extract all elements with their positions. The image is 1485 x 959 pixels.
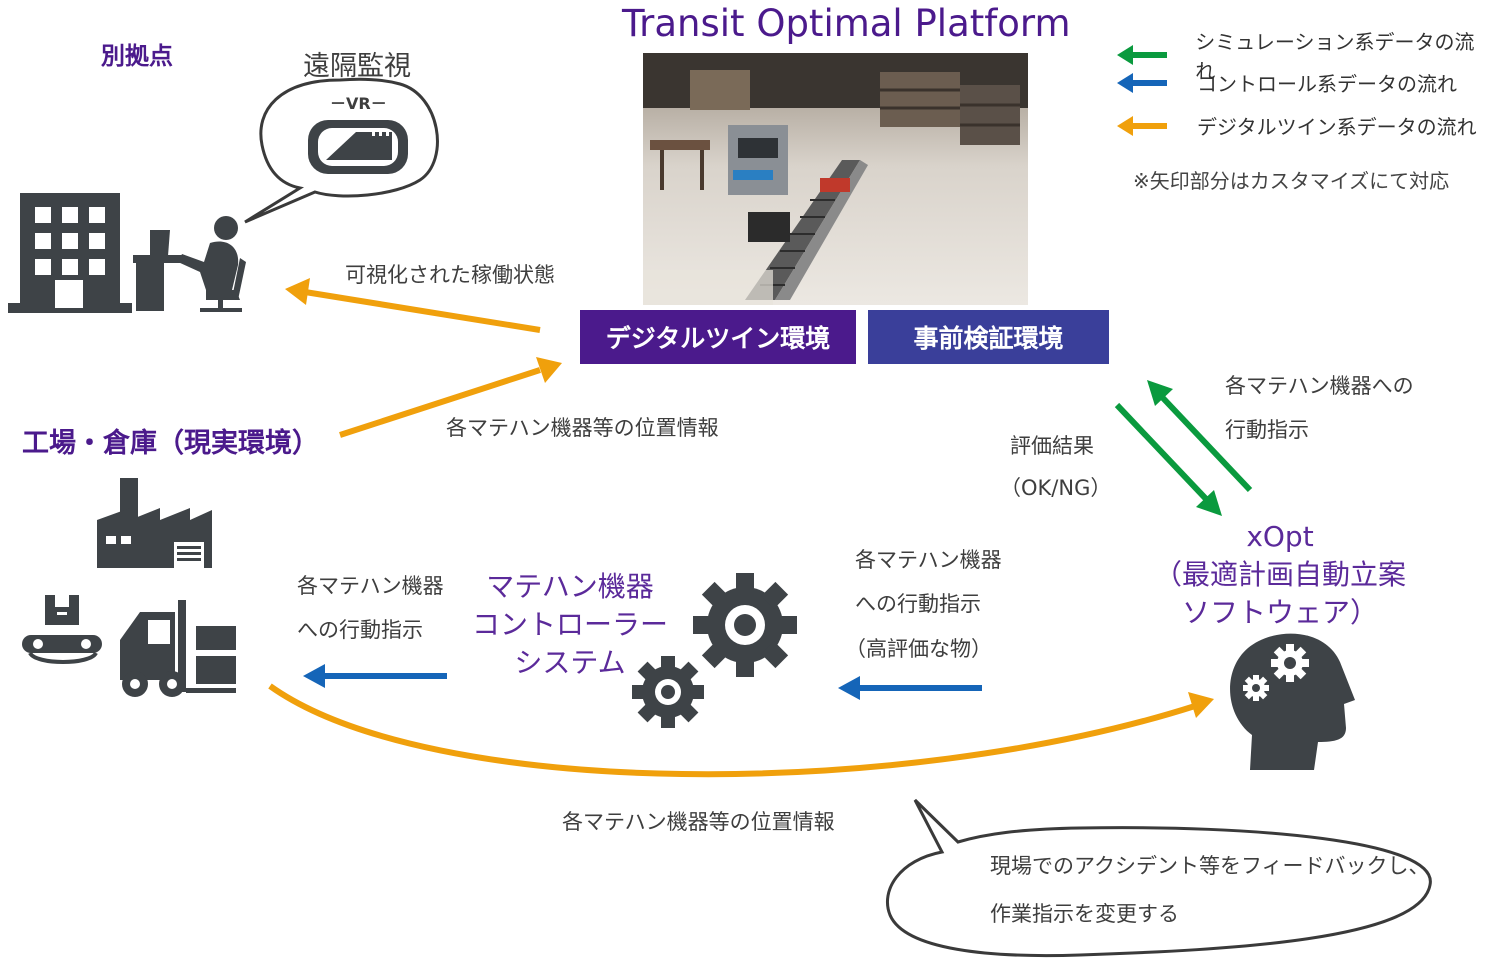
label-action-left-2: への行動指示 [297, 618, 423, 642]
controller-line3: システム [514, 646, 626, 679]
arrow-action-to-device-top [1147, 380, 1253, 493]
orange-arrow-icon [1117, 115, 1167, 136]
head-gears-icon [1230, 633, 1355, 770]
legend-label: シミュレーション系データの流れ [1195, 30, 1475, 83]
gear-icon [632, 656, 704, 728]
legend-note: ※矢印部分はカスタマイズにて対応 [1133, 169, 1450, 193]
legend-item-digital-twin: デジタルツイン系データの流れ [1115, 111, 1477, 140]
controller-label: マテハン機器 コントローラー システム [455, 568, 685, 682]
factory-icon [97, 478, 212, 568]
label-action-high-eval-3: （高評価な物） [845, 637, 992, 661]
label-action-high-eval-2: への行動指示 [855, 592, 981, 616]
arrow-action-to-device-left [303, 664, 447, 688]
label-action-left-1: 各マテハン機器 [297, 574, 444, 598]
label-eval-result-1: 評価結果 [1010, 434, 1094, 458]
xopt-line3: ソフトウェア） [1181, 596, 1378, 629]
building-icon [8, 193, 132, 313]
controller-line2: コントローラー [471, 608, 668, 641]
controller-line1: マテハン機器 [486, 570, 654, 603]
worker-at-desk-icon [133, 216, 246, 312]
badge-digital-twin: デジタルツイン環境 [580, 310, 856, 364]
legend-label: コントロール系データの流れ [1197, 72, 1457, 96]
vr-goggles-icon [308, 120, 408, 174]
feedback-speech-bubble [885, 798, 1432, 958]
label-eval-result-2: （OK/NG） [1000, 476, 1112, 500]
conveyor-icon [22, 595, 102, 664]
page-title: Transit Optimal Platform [622, 2, 1071, 45]
remote-label: 別拠点 [101, 42, 173, 70]
label-visualized-status: 可視化された稼働状態 [345, 263, 555, 287]
bubble-subtitle: －VR－ [330, 94, 387, 113]
platform-photo [643, 53, 1028, 305]
arrow-position-info-top [339, 357, 562, 438]
green-arrow-icon [1117, 45, 1167, 65]
label-action-top-1: 各マテハン機器への [1225, 374, 1414, 398]
gear-icon [693, 573, 797, 677]
label-position-info-bottom: 各マテハン機器等の位置情報 [562, 810, 835, 834]
arrow-eval-result [1114, 402, 1222, 516]
badge-verification: 事前検証環境 [868, 310, 1109, 364]
xopt-label: xOpt （最適計画自動立案 ソフトウェア） [1135, 518, 1425, 632]
legend-item-control: コントロール系データの流れ [1115, 68, 1457, 97]
label-action-high-eval-1: 各マテハン機器 [855, 548, 1002, 572]
feedback-line2: 作業指示を変更する [990, 902, 1179, 926]
bubble-title: 遠隔監視 [303, 51, 411, 82]
label-action-top-2: 行動指示 [1225, 418, 1309, 442]
xopt-line2: （最適計画自動立案 [1153, 558, 1406, 591]
arrow-position-info-bottom [268, 683, 1214, 778]
label-position-info-top: 各マテハン機器等の位置情報 [446, 416, 719, 440]
factory-label: 工場・倉庫（現実環境） [22, 428, 319, 459]
arrow-action-high-eval [838, 676, 982, 700]
forklift-icon [120, 600, 236, 697]
feedback-line1: 現場でのアクシデント等をフィードバックし、 [990, 854, 1430, 878]
blue-arrow-icon [1117, 72, 1167, 93]
xopt-line1: xOpt [1246, 520, 1314, 553]
legend-label: デジタルツイン系データの流れ [1197, 115, 1477, 139]
arrow-visualized-status [285, 278, 541, 333]
legend-item-simulation: シミュレーション系データの流れ [1115, 26, 1485, 84]
